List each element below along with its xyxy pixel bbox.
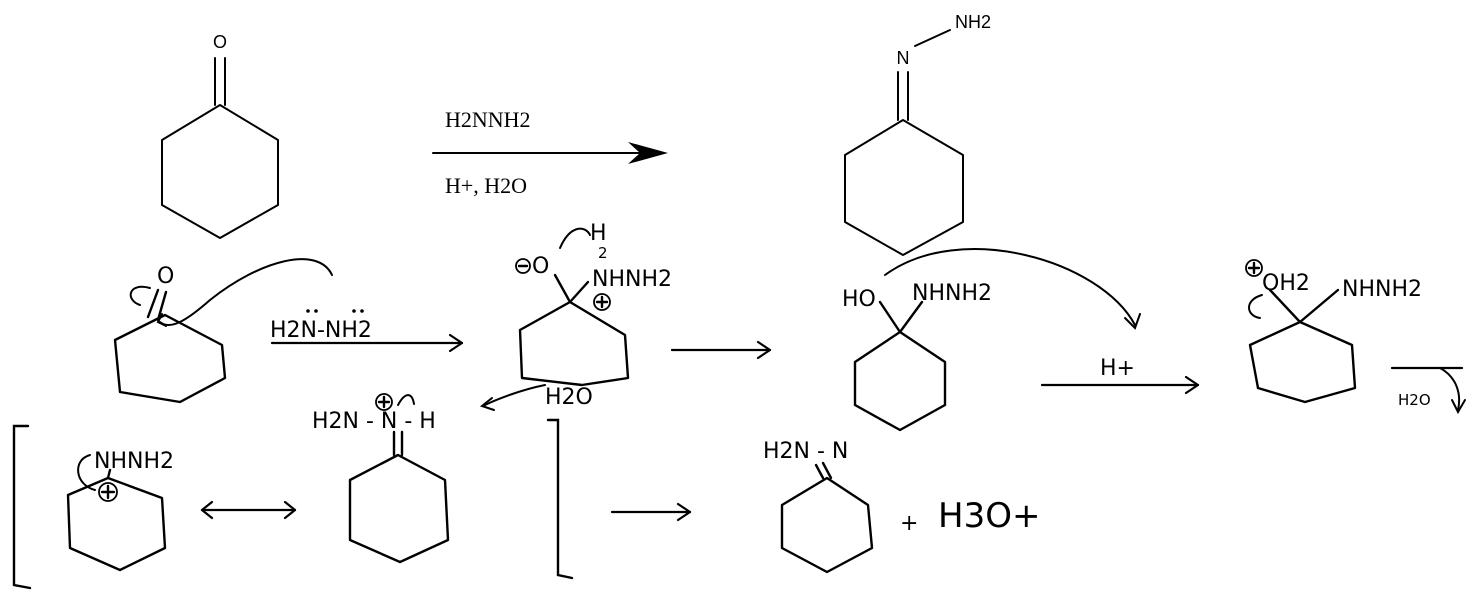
hydrazino-group: NHNH2 <box>912 281 992 306</box>
c-n-bond <box>568 280 590 304</box>
c-n-bond <box>898 300 924 334</box>
hydrazino-group: NHNH2 <box>94 449 174 474</box>
arrow-head <box>628 142 668 164</box>
water-label: H2O <box>1398 391 1431 409</box>
right-bracket <box>546 418 574 580</box>
step3-carbinolamine: HO NHNH2 H+ <box>842 248 1200 432</box>
curly-arrow-leaving <box>1248 294 1263 319</box>
step1-ketone: O <box>113 258 333 404</box>
oxygen-label: O <box>213 32 227 52</box>
carbonyl-bond <box>156 290 168 322</box>
arrow-head <box>676 502 692 522</box>
lone-pair <box>352 309 356 313</box>
curly-arrowhead <box>156 313 167 327</box>
n-n-bond <box>914 29 951 47</box>
plus-sign: + <box>900 511 918 536</box>
c-o-bond <box>553 273 572 304</box>
step-number: 2 <box>598 244 608 262</box>
resonance-arrow <box>200 500 297 520</box>
proton-label: H <box>590 221 607 246</box>
curly-arrow-nh <box>397 394 415 406</box>
positive-charge <box>1245 259 1263 277</box>
lone-pair <box>360 309 364 313</box>
curly-arrow-attack <box>159 258 333 327</box>
cyclohexane-ring <box>66 476 167 572</box>
cyclohexane-ring <box>161 104 279 239</box>
carbonyl-bond <box>146 288 160 319</box>
curly-arrow-lone-pair <box>77 454 96 491</box>
arrow-head <box>1184 375 1200 395</box>
cyclohexane-ring <box>853 330 947 432</box>
curly-arrow-proton <box>559 227 591 249</box>
c-n-bond <box>106 468 112 480</box>
hydrazone-printed: N NH2 <box>844 12 991 256</box>
lone-pair <box>306 309 310 313</box>
overall-reaction-arrow: H2NNH2 H+, H2O <box>432 107 668 198</box>
arrow-head <box>756 340 772 360</box>
arrow-head <box>448 333 464 353</box>
step2-intermediate: O H 2 NHNH2 <box>515 221 772 387</box>
left-bracket <box>12 424 32 590</box>
curly-arrowhead <box>1451 399 1466 415</box>
curly-arrow-water <box>1439 367 1460 411</box>
c-n-bond <box>1298 288 1340 324</box>
step4-oxonium: OH2 NHNH2 H2O <box>1245 259 1466 415</box>
hydronium-label: H3O+ <box>938 496 1040 536</box>
nh2-label: NH2 <box>955 12 991 32</box>
positive-charge <box>98 482 118 502</box>
carbocation-form: NHNH2 <box>66 449 174 572</box>
negative-charge <box>515 258 531 274</box>
curly-arrow-deprotonation <box>484 384 546 406</box>
step1-nucleophile: H2N-NH2 <box>270 309 464 353</box>
arrow-head-left <box>200 500 214 520</box>
cyclohexane-ring <box>780 476 874 574</box>
nitrogen-label: N <box>897 48 910 68</box>
hydrazino-group: NHNH2 <box>1342 277 1422 302</box>
imine-bond <box>821 461 833 480</box>
lone-pair <box>314 309 318 313</box>
curly-arrow-protonation <box>884 248 1136 326</box>
oxonium-label: OH2 <box>1262 271 1310 296</box>
cyclohexane-ring <box>844 119 964 256</box>
imine-bond <box>814 463 825 480</box>
cyclohexanone-printed: O <box>161 32 279 239</box>
resonance-bracket <box>12 418 574 590</box>
cyclohexane-ring <box>348 453 450 564</box>
iminium-label: H2N - N - H <box>312 409 436 434</box>
water-base-label: H2O <box>545 385 593 410</box>
carbonyl-oxygen: O <box>157 264 174 289</box>
hydroxyl-label: HO <box>842 287 876 312</box>
oxide-label: O <box>532 254 549 279</box>
cyclohexane-ring <box>518 300 630 387</box>
c-o-bond <box>878 300 902 334</box>
positive-charge <box>375 393 393 411</box>
hydrazine-label: H2N-NH2 <box>270 318 372 343</box>
reagent-conditions: H+, H2O <box>445 173 527 198</box>
final-arrow <box>610 502 692 522</box>
cyclohexane-ring <box>1248 320 1357 404</box>
cyclohexane-ring <box>113 313 227 404</box>
iminium-form: H2N - N - H H2O <box>312 384 593 564</box>
curly-arrowhead <box>479 397 495 411</box>
hydrazone-label: H2N - N <box>763 439 848 464</box>
curly-arrow-pi-bond <box>129 285 151 306</box>
acid-label: H+ <box>1100 356 1135 381</box>
ammonium-group: NHNH2 <box>592 267 672 292</box>
reagent-hydrazine: H2NNH2 <box>445 107 531 132</box>
curly-arrowhead <box>1124 313 1141 330</box>
c-o-bond <box>1268 288 1302 324</box>
final-products: H2N - N + H3O+ <box>763 439 1040 574</box>
positive-charge <box>593 293 611 311</box>
arrow-head-right <box>283 500 297 520</box>
